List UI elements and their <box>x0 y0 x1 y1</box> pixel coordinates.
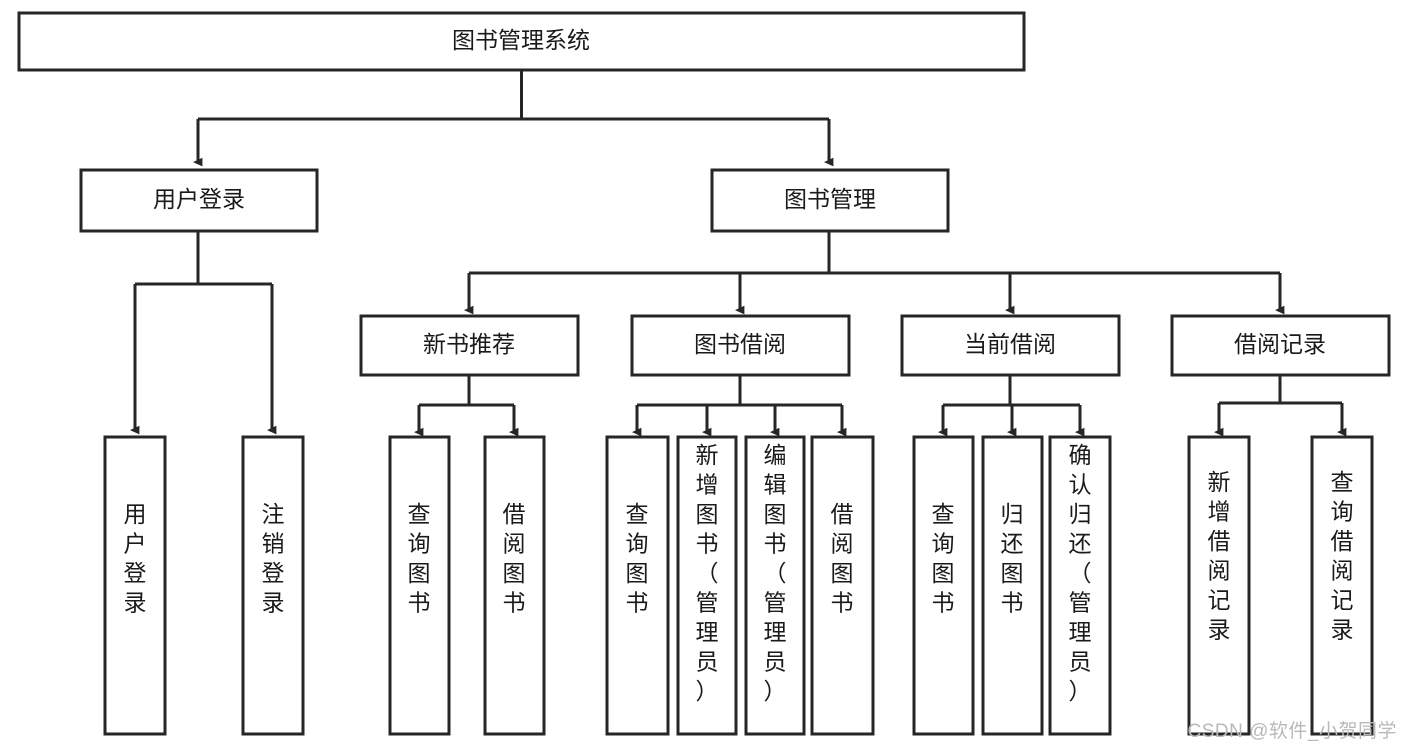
node-leaf-user-logout-label: 注销登录 <box>262 501 285 616</box>
node-leaf-record-add-box[interactable] <box>1187 435 1251 736</box>
node-leaf-borrow-query-book-label: 查询图书 <box>626 501 649 616</box>
node-leaf-borrow-add-book[interactable]: 新增图书（管理员） <box>676 435 738 736</box>
node-borrow-records[interactable]: 借阅记录 <box>1170 314 1391 377</box>
node-leaf-current-query-book-label: 查询图书 <box>932 501 955 616</box>
node-book-manage[interactable]: 图书管理 <box>710 168 950 233</box>
node-leaf-borrow-lend-book[interactable]: 借阅图书 <box>810 435 875 736</box>
node-book-borrow-label: 图书借阅 <box>694 331 786 357</box>
node-leaf-record-query-label: 查询借阅记录 <box>1331 469 1354 643</box>
node-leaf-borrow-add-book-label: 新增图书（管理员） <box>696 442 719 704</box>
node-leaf-current-query-book[interactable]: 查询图书 <box>912 435 975 736</box>
node-leaf-borrow-query-book[interactable]: 查询图书 <box>605 435 670 736</box>
node-leaf-record-query[interactable]: 查询借阅记录 <box>1310 435 1374 736</box>
node-leaf-rec-borrow-book-label: 借阅图书 <box>503 501 526 616</box>
node-leaf-rec-query-book[interactable]: 查询图书 <box>388 435 451 736</box>
node-book-manage-label: 图书管理 <box>784 186 876 212</box>
node-leaf-borrow-edit-book[interactable]: 编辑图书（管理员） <box>744 435 806 736</box>
edge-group-user-login-to-leaves <box>130 231 277 435</box>
edge-group-new-book-recommend-to-leaves <box>414 375 519 437</box>
edge-group-current-borrow-to-leaves <box>938 375 1085 437</box>
node-book-borrow[interactable]: 图书借阅 <box>630 314 851 377</box>
node-book-manage-box[interactable] <box>710 168 950 233</box>
node-current-borrow[interactable]: 当前借阅 <box>900 314 1121 377</box>
node-leaf-current-confirm-return-label: 确认归还（管理员） <box>1069 442 1092 704</box>
node-leaf-user-logout-box[interactable] <box>241 435 305 736</box>
node-leaf-borrow-edit-book-box[interactable] <box>744 435 806 736</box>
node-user-login-box[interactable] <box>79 168 319 233</box>
node-leaf-record-add-label: 新增借阅记录 <box>1208 469 1231 643</box>
node-leaf-user-login[interactable]: 用户登录 <box>103 435 167 736</box>
node-leaf-borrow-query-book-box[interactable] <box>605 435 670 736</box>
node-root[interactable]: 图书管理系统 <box>17 11 1026 72</box>
node-leaf-record-query-box[interactable] <box>1310 435 1374 736</box>
edge-group-book-borrow-to-leaves <box>632 375 847 437</box>
node-leaf-current-query-book-box[interactable] <box>912 435 975 736</box>
node-leaf-user-login-label: 用户登录 <box>124 501 147 616</box>
node-root-box[interactable] <box>17 11 1026 72</box>
node-leaf-rec-borrow-book-box[interactable] <box>483 435 546 736</box>
node-leaf-current-return-book-box[interactable] <box>981 435 1044 736</box>
node-leaf-current-confirm-return[interactable]: 确认归还（管理员） <box>1048 435 1112 736</box>
node-current-borrow-box[interactable] <box>900 314 1121 377</box>
node-new-book-recommend-label: 新书推荐 <box>423 331 515 357</box>
node-leaf-current-confirm-return-box[interactable] <box>1048 435 1112 736</box>
node-root-label: 图书管理系统 <box>452 27 590 53</box>
node-borrow-records-box[interactable] <box>1170 314 1391 377</box>
node-leaf-record-add[interactable]: 新增借阅记录 <box>1187 435 1251 736</box>
node-leaf-borrow-edit-book-label: 编辑图书（管理员） <box>764 442 787 704</box>
node-leaf-rec-query-book-label: 查询图书 <box>408 501 431 616</box>
node-user-login[interactable]: 用户登录 <box>79 168 319 233</box>
node-user-login-label: 用户登录 <box>153 186 245 212</box>
node-new-book-recommend[interactable]: 新书推荐 <box>359 314 580 377</box>
node-current-borrow-label: 当前借阅 <box>964 331 1056 357</box>
node-new-book-recommend-box[interactable] <box>359 314 580 377</box>
node-leaf-rec-borrow-book[interactable]: 借阅图书 <box>483 435 546 736</box>
node-leaf-borrow-lend-book-label: 借阅图书 <box>831 501 854 616</box>
node-leaf-borrow-lend-book-box[interactable] <box>810 435 875 736</box>
node-leaf-user-logout[interactable]: 注销登录 <box>241 435 305 736</box>
node-leaf-rec-query-book-box[interactable] <box>388 435 451 736</box>
edge-group-borrow-records-to-leaves <box>1214 375 1347 437</box>
node-leaf-user-login-box[interactable] <box>103 435 167 736</box>
edge-group-book-manage-to-level3 <box>464 231 1285 315</box>
csdn-watermark: CSDN @软件_小贺同学 <box>1187 721 1397 742</box>
node-leaf-current-return-book-label: 归还图书 <box>1001 501 1024 616</box>
edge-group-root-to-level2 <box>193 70 834 167</box>
node-book-borrow-box[interactable] <box>630 314 851 377</box>
node-borrow-records-label: 借阅记录 <box>1234 331 1326 357</box>
node-leaf-current-return-book[interactable]: 归还图书 <box>981 435 1044 736</box>
node-leaf-borrow-add-book-box[interactable] <box>676 435 738 736</box>
